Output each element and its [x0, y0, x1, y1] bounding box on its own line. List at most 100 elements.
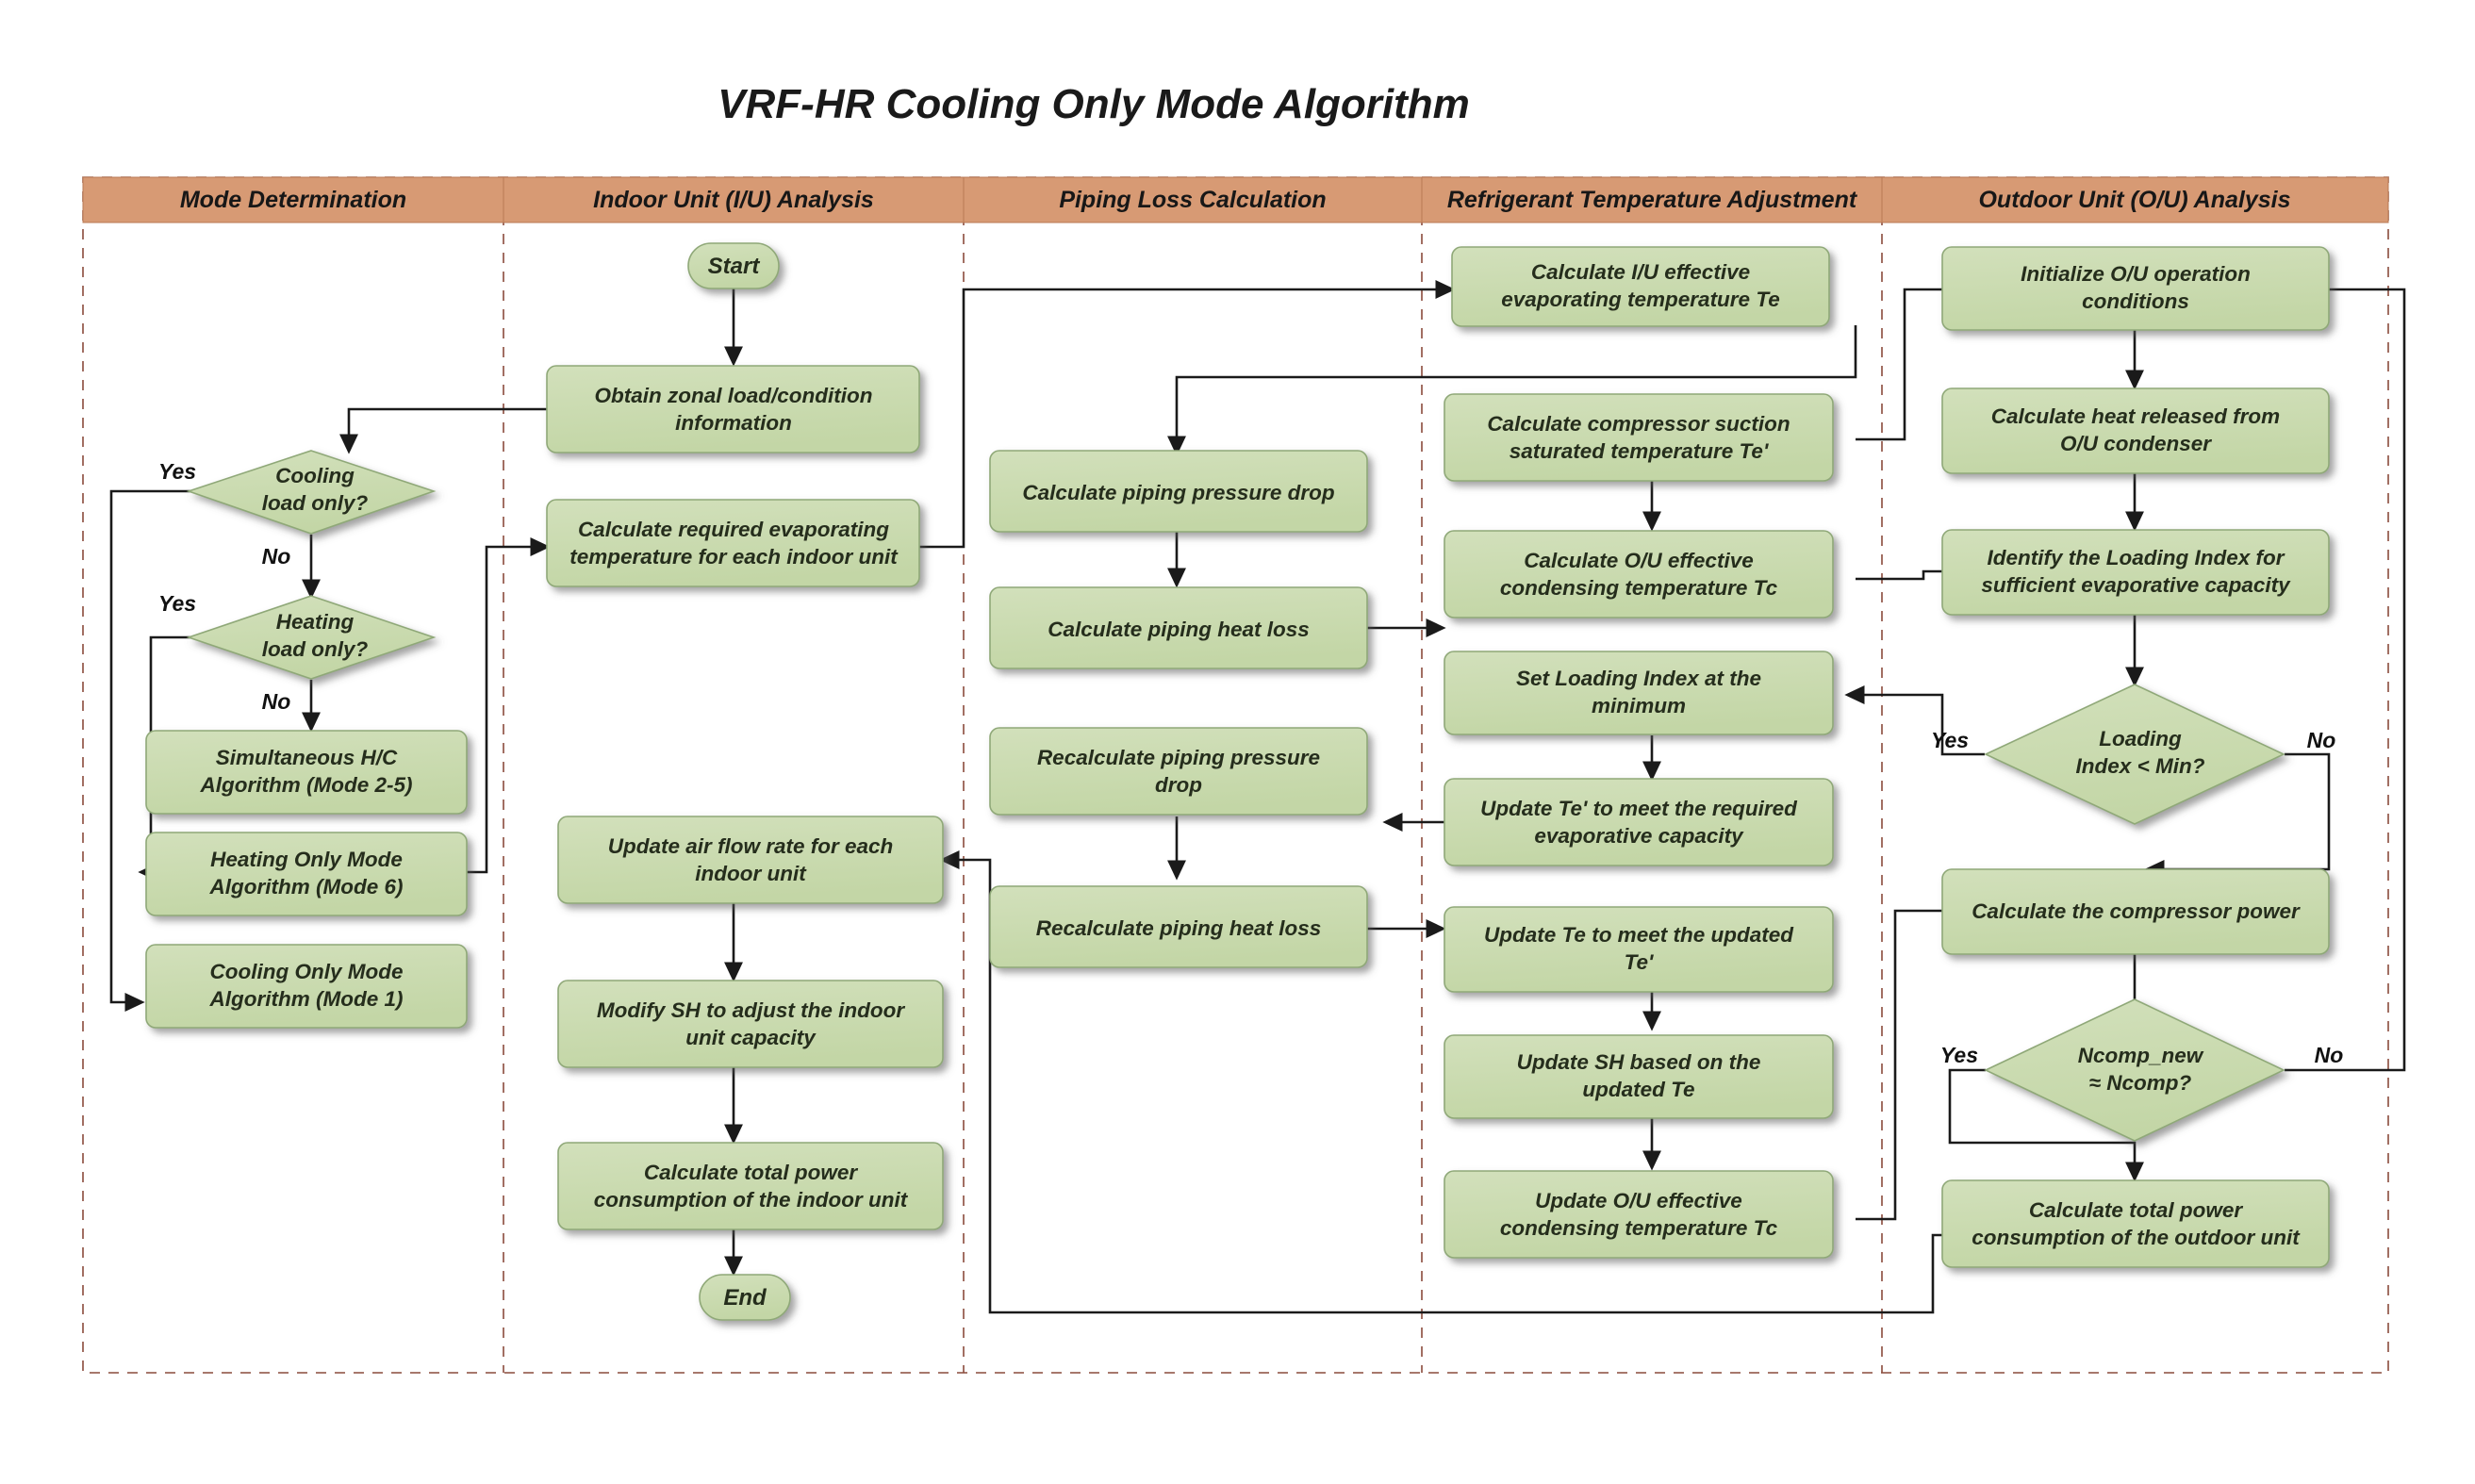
node-loading-index-min-label: Loading [2099, 727, 2182, 750]
node-cooling-load-only-label: Cooling [275, 464, 355, 487]
lane-header-label-mode: Mode Determination [180, 187, 406, 213]
node-obtain-zonal[interactable]: Obtain zonal load/condition information [546, 365, 920, 453]
edge-te-to-pressuredrop [1167, 325, 1857, 456]
node-calc-piping-pressure-drop[interactable]: Calculate piping pressure drop [989, 450, 1368, 533]
node-update-ou-tc[interactable]: Update O/U effective condensing temperat… [1444, 1170, 1834, 1259]
node-start-label: Start [708, 254, 761, 279]
edge-label-heating-no: No [262, 689, 291, 714]
svg-text:Index < Min?: Index < Min? [2076, 754, 2205, 778]
lane-header-label-refrig: Refrigerant Temperature Adjustment [1447, 187, 1858, 213]
svg-text:load only?: load only? [262, 491, 369, 515]
node-end[interactable]: End [699, 1274, 791, 1321]
svg-text:sufficient evaporative capacit: sufficient evaporative capacity [1981, 573, 2291, 597]
svg-text:indoor unit: indoor unit [695, 862, 807, 885]
node-heating-only-mode-label: Heating Only Mode [210, 848, 403, 871]
node-calc-total-power-ou[interactable]: Calculate total power consumption of the… [1941, 1179, 2330, 1268]
svg-text:temperature for each indoor un: temperature for each indoor unit [569, 545, 899, 569]
lane-header-label-iu: Indoor Unit (I/U) Analysis [593, 187, 874, 213]
node-recalc-piping-heat-loss[interactable]: Recalculate piping heat loss [989, 885, 1368, 968]
node-cooling-load-only[interactable]: Cooling load only? [186, 450, 437, 535]
edge-obtain-to-cooling [339, 407, 566, 454]
node-calc-iu-te-label: Calculate I/U effective [1531, 260, 1750, 284]
node-set-loading-index-min-label: Set Loading Index at the [1516, 667, 1761, 690]
edge-loading-yes [1844, 685, 1985, 756]
svg-text:consumption of the indoor unit: consumption of the indoor unit [594, 1188, 909, 1212]
svg-text:Algorithm (Mode 1): Algorithm (Mode 1) [209, 987, 404, 1011]
node-update-te-prime[interactable]: Update Te' to meet the required evaporat… [1444, 778, 1834, 866]
svg-text:updated Te: updated Te [1582, 1078, 1694, 1101]
node-start[interactable]: Start [687, 242, 780, 289]
edge-label-cooling-yes: Yes [158, 459, 196, 484]
node-ncomp-check[interactable]: Ncomp_new ≈ Ncomp? [1984, 998, 2285, 1142]
svg-text:drop: drop [1155, 773, 1202, 797]
node-recalc-piping-pressure-drop-label: Recalculate piping pressure [1037, 746, 1320, 769]
svg-text:saturated temperature Te': saturated temperature Te' [1510, 439, 1769, 463]
node-end-label: End [723, 1285, 767, 1311]
svg-text:evaporating temperature Te: evaporating temperature Te [1501, 288, 1780, 311]
node-modify-sh[interactable]: Modify SH to adjust the indoor unit capa… [557, 980, 944, 1068]
svg-text:condensing temperature Tc: condensing temperature Tc [1500, 1216, 1778, 1240]
node-update-air-flow[interactable]: Update air flow rate for each indoor uni… [557, 816, 944, 904]
node-update-te[interactable]: Update Te to meet the updated Te' [1444, 906, 1834, 993]
node-calc-total-power-iu[interactable]: Calculate total power consumption of the… [557, 1142, 944, 1230]
svg-text:Algorithm (Mode 6): Algorithm (Mode 6) [209, 875, 404, 899]
node-obtain-zonal-label: Obtain zonal load/condition [595, 384, 873, 407]
svg-text:condensing temperature Tc: condensing temperature Tc [1500, 576, 1778, 600]
svg-text:information: information [675, 411, 792, 435]
svg-text:Te': Te' [1625, 950, 1654, 974]
node-recalc-piping-pressure-drop[interactable]: Recalculate piping pressure drop [989, 727, 1368, 816]
node-cooling-only-mode-label: Cooling Only Mode [210, 960, 404, 983]
node-calc-suction-te-prime-label: Calculate compressor suction [1487, 412, 1790, 436]
node-cooling-only-mode[interactable]: Cooling Only Mode Algorithm (Mode 1) [145, 944, 468, 1029]
node-simultaneous-hc[interactable]: Simultaneous H/C Algorithm (Mode 2-5) [145, 730, 468, 815]
lane-header-label-ou: Outdoor Unit (O/U) Analysis [1978, 187, 2290, 213]
node-update-sh[interactable]: Update SH based on the updated Te [1444, 1034, 1834, 1119]
node-calc-required-evap[interactable]: Calculate required evaporating temperatu… [546, 499, 920, 587]
edge-ncomp-yes [1948, 1068, 2144, 1182]
edge-updateoutc-to-compressor [1856, 901, 2021, 1221]
svg-text:minimum: minimum [1592, 694, 1686, 717]
svg-text:Algorithm (Mode 2-5): Algorithm (Mode 2-5) [200, 773, 413, 797]
node-calc-compressor-power[interactable]: Calculate the compressor power [1941, 868, 2330, 955]
node-calc-ou-tc[interactable]: Calculate O/U effective condensing tempe… [1444, 530, 1834, 618]
lane-header-mode [82, 176, 504, 223]
svg-text:consumption of the outdoor uni: consumption of the outdoor unit [1972, 1226, 2301, 1249]
node-init-ou[interactable]: Initialize O/U operation conditions [1941, 246, 2330, 331]
node-update-te-prime-label: Update Te' to meet the required [1480, 797, 1798, 820]
node-identify-loading-index-label: Identify the Loading Index for [1988, 546, 2285, 569]
edge-label-cooling-no: No [262, 544, 291, 569]
node-update-sh-label: Update SH based on the [1517, 1050, 1761, 1074]
lane-header-refrig [1421, 176, 1883, 223]
svg-text:O/U condenser: O/U condenser [2060, 432, 2212, 455]
node-calc-piping-heat-loss[interactable]: Calculate piping heat loss [989, 586, 1368, 669]
node-heating-only-mode[interactable]: Heating Only Mode Algorithm (Mode 6) [145, 832, 468, 916]
lane-header-ou [1881, 176, 2389, 223]
node-calc-compressor-power-label: Calculate the compressor power [1972, 899, 2301, 923]
edge-cooling-only-to-iu [467, 537, 551, 874]
node-heating-load-only[interactable]: Heating load only? [186, 595, 437, 680]
svg-text:≈ Ncomp?: ≈ Ncomp? [2089, 1071, 2192, 1095]
node-update-ou-tc-label: Update O/U effective [1535, 1189, 1742, 1212]
node-set-loading-index-min[interactable]: Set Loading Index at the minimum [1444, 651, 1834, 735]
lane-header-iu [503, 176, 965, 223]
edge-label-loading-yes: Yes [1931, 728, 1969, 752]
edge-label-loading-no: No [2307, 728, 2336, 752]
node-calc-piping-heat-loss-label: Calculate piping heat loss [1048, 618, 1310, 641]
node-calc-required-evap-label: Calculate required evaporating [578, 518, 889, 541]
node-calc-suction-te-prime[interactable]: Calculate compressor suction saturated t… [1444, 393, 1834, 482]
svg-text:evaporative capacity: evaporative capacity [1534, 824, 1744, 848]
node-simultaneous-hc-label: Simultaneous H/C [216, 746, 398, 769]
edge-label-heating-yes: Yes [158, 591, 196, 616]
edge-label-ncomp-no: No [2315, 1043, 2344, 1067]
node-calc-heat-released-label: Calculate heat released from [1991, 404, 2280, 428]
node-calc-ou-tc-label: Calculate O/U effective [1524, 549, 1753, 572]
node-loading-index-min[interactable]: Loading Index < Min? [1984, 684, 2285, 825]
node-calc-iu-te[interactable]: Calculate I/U effective evaporating temp… [1451, 246, 1830, 327]
node-identify-loading-index[interactable]: Identify the Loading Index for sufficien… [1941, 529, 2330, 616]
edge-calcreq-to-pipingloss [919, 280, 1456, 549]
node-ncomp-check-label: Ncomp_new [2078, 1044, 2204, 1067]
svg-text:unit capacity: unit capacity [685, 1026, 817, 1049]
edge-cooling-yes [109, 489, 190, 1012]
node-calc-heat-released[interactable]: Calculate heat released from O/U condens… [1941, 387, 2330, 474]
